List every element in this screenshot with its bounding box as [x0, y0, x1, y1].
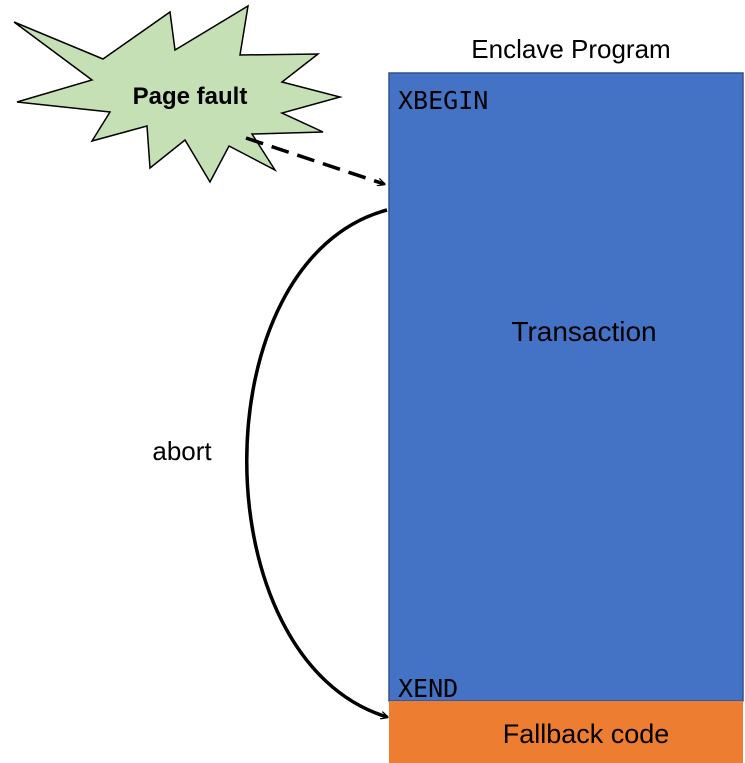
page-fault-arrow [245, 136, 384, 184]
abort-label: abort [152, 436, 212, 466]
fallback-code-block [389, 701, 743, 763]
xbegin-label: XBEGIN [398, 86, 488, 115]
enclave-program-title: Enclave Program [471, 34, 670, 64]
page-fault-label: Page fault [133, 83, 248, 110]
xend-label: XEND [398, 674, 458, 703]
enclave-program-block [388, 72, 744, 702]
fallback-code-label: Fallback code [503, 719, 670, 749]
abort-arrow [245, 208, 387, 717]
transaction-label: Transaction [511, 316, 656, 347]
page-fault-burst-icon [13, 4, 343, 184]
